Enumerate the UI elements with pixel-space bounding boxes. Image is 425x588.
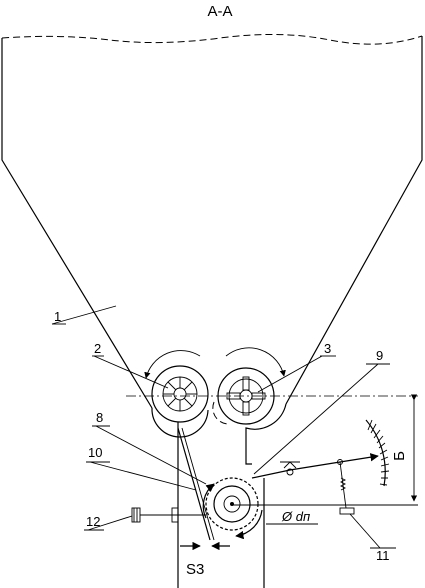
label-2: 2 xyxy=(94,341,101,356)
indicator-scale xyxy=(365,419,390,487)
hopper-left-wall xyxy=(1,38,153,409)
label-9: 9 xyxy=(376,348,383,363)
leader-1 xyxy=(51,305,117,325)
gap-dashed-arc xyxy=(212,401,231,425)
adjust-screw xyxy=(131,507,206,523)
section-title: А-А xyxy=(207,3,232,20)
lever-link-joint xyxy=(337,459,343,465)
leader-9 xyxy=(253,363,379,475)
label-1: 1 xyxy=(54,309,61,324)
roller-housing-left xyxy=(151,407,209,438)
gap-label: S3 xyxy=(186,561,204,578)
spring-anchor xyxy=(339,507,355,515)
roller-housing-right xyxy=(245,403,287,465)
rotation-arrow-right xyxy=(225,347,286,377)
sprocket-wheel xyxy=(205,477,259,531)
lever-pivot xyxy=(280,461,300,469)
leader-10 xyxy=(89,461,197,491)
sensor-flap-inner xyxy=(181,427,215,541)
hopper-break-line xyxy=(1,33,423,45)
spring xyxy=(339,477,347,491)
label-8: 8 xyxy=(96,410,103,425)
leader-12 xyxy=(87,515,133,531)
lever-pivot-joint xyxy=(286,468,294,476)
roller-right xyxy=(217,367,275,425)
diameter-label: Ø dп xyxy=(281,509,310,524)
lever-arm xyxy=(251,453,379,479)
sensor-flap xyxy=(177,427,211,541)
label-11: 11 xyxy=(376,548,390,563)
label-3: 3 xyxy=(324,341,331,356)
hopper-right-wall xyxy=(285,36,423,405)
leader-2 xyxy=(93,355,169,389)
label-12: 12 xyxy=(86,514,100,529)
sprocket-rotation-arrow-2 xyxy=(202,483,215,519)
sprocket-rotation-arrow xyxy=(235,509,263,540)
leader-8 xyxy=(95,425,207,485)
leader-11 xyxy=(349,513,381,549)
label-10: 10 xyxy=(88,445,102,460)
rotation-arrow-left xyxy=(144,350,201,379)
leader-3 xyxy=(257,355,323,393)
roller-left xyxy=(151,365,209,423)
dimension-label-b: Б xyxy=(391,451,408,461)
